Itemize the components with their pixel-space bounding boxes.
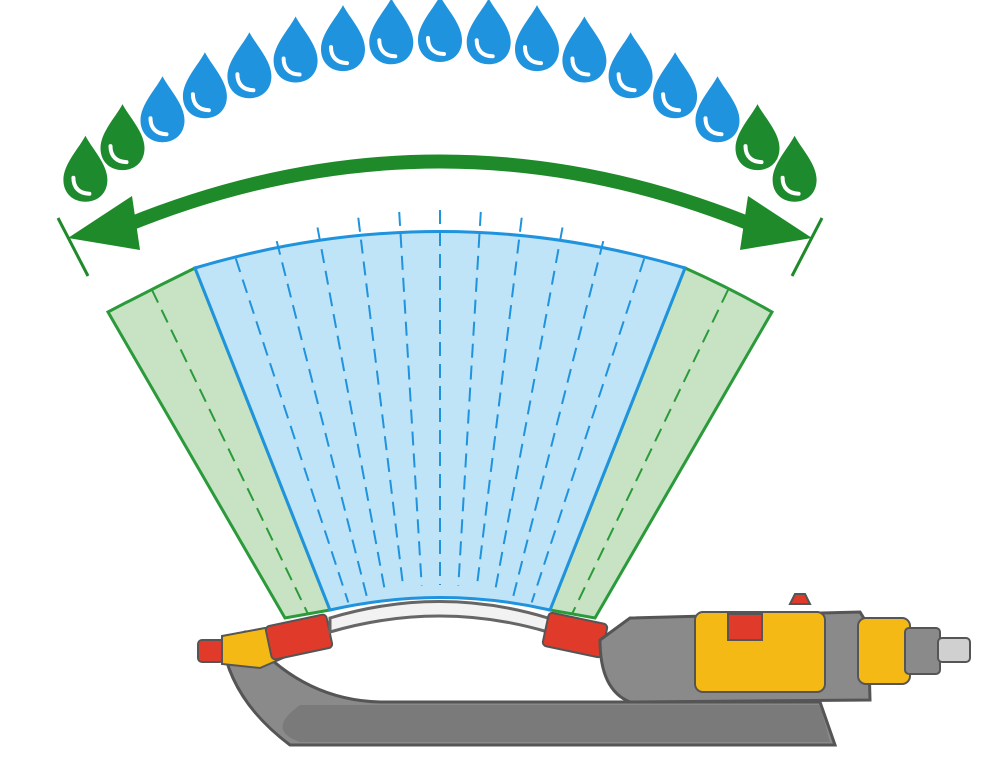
drop-highlight [377, 38, 398, 59]
spray-dashed-lines [151, 210, 729, 615]
drop-highlight [474, 38, 495, 59]
arrow-head-left [68, 196, 140, 250]
spray-line-blue [475, 217, 523, 588]
water-drop-icon [227, 32, 272, 99]
spray-line-blue [316, 227, 386, 592]
sprinkler-red-knob [727, 613, 763, 641]
oscillating-sprinkler-icon [197, 593, 971, 747]
sprinkler-hose-tip [937, 637, 971, 663]
spray-line-blue [512, 240, 605, 597]
spray-line-blue [398, 211, 423, 586]
double-arrow-icon [56, 154, 824, 277]
water-drop-icon [562, 16, 607, 83]
sprinkler-connector-grip [904, 627, 941, 675]
drop-highlight [523, 45, 543, 66]
water-drop-icon [418, 0, 462, 62]
water-drop-icon [63, 135, 108, 202]
spray-line-blue [530, 258, 646, 603]
drop-highlight [190, 92, 211, 113]
water-drop-icon [321, 5, 365, 72]
water-drop-icon [772, 135, 817, 202]
water-drop-icon [369, 0, 414, 65]
spray-line-blue [275, 240, 368, 597]
drop-highlight [426, 36, 446, 56]
water-drop-icon [735, 104, 780, 171]
spray-line-green [571, 289, 729, 615]
water-drop-icon [273, 16, 318, 83]
water-drops [63, 0, 817, 202]
sprinkler-tube [328, 600, 550, 635]
drop-highlight [281, 56, 302, 77]
drop-highlight [780, 175, 801, 196]
water-drop-icon [695, 76, 740, 143]
drop-highlight [616, 72, 637, 93]
drop-highlight [235, 72, 256, 93]
drop-highlight [570, 56, 591, 77]
water-drop-icon [653, 52, 698, 119]
arrow-tick-left [56, 217, 90, 277]
drop-highlight [148, 116, 169, 137]
water-drop-icon [100, 104, 145, 171]
spray-green-right [547, 265, 775, 620]
water-drop-icon [608, 32, 653, 99]
spray-line-blue [234, 258, 350, 603]
arrow-arc [117, 154, 763, 235]
sprinkler-left-ring [264, 613, 334, 661]
water-drop-icon [182, 52, 227, 119]
drop-highlight [71, 175, 92, 196]
drop-highlight [661, 92, 682, 113]
spray-line-green [151, 289, 309, 615]
spray-line-blue [357, 217, 405, 588]
drop-highlight [743, 144, 764, 165]
arrow-head-right [740, 196, 812, 250]
sprinkler-base-shadow [282, 705, 830, 742]
sprinkler-top-button [788, 593, 812, 605]
sprinkler-right-ring [541, 611, 609, 659]
sprinkler-connector [857, 617, 911, 685]
water-drop-icon [140, 76, 185, 143]
arrow-tick-right [790, 217, 824, 277]
spray-fan [105, 210, 775, 620]
sprinkler-left-cap [197, 639, 225, 663]
water-drop-icon [515, 5, 559, 72]
drop-highlight [329, 45, 349, 66]
spray-line-blue [457, 211, 482, 586]
drop-highlight [108, 144, 129, 165]
water-drop-icon [466, 0, 511, 65]
drop-highlight [703, 116, 724, 137]
spray-line-blue [494, 227, 564, 592]
